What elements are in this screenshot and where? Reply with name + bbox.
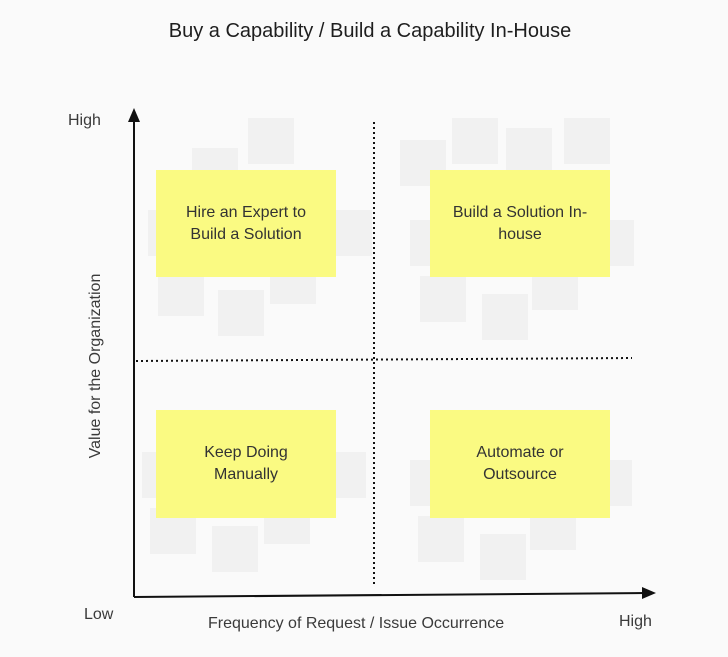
ghost-note <box>564 118 610 164</box>
y-axis-arrowhead <box>128 108 140 122</box>
ghost-note <box>506 128 552 174</box>
ghost-note <box>420 276 466 322</box>
horizontal-divider <box>135 357 633 362</box>
y-high-label: High <box>68 112 101 129</box>
quadrant-top-right-note: Build a Solution In-house <box>430 170 610 277</box>
x-high-label: High <box>619 613 652 630</box>
quadrant-top-left-note: Hire an Expert to Build a Solution <box>156 170 336 277</box>
ghost-note <box>418 516 464 562</box>
ghost-note <box>248 118 294 164</box>
x-axis-arrowhead <box>642 587 656 599</box>
ghost-note <box>158 270 204 316</box>
origin-low-label: Low <box>84 606 114 623</box>
ghost-note <box>452 118 498 164</box>
diagram-title: Buy a Capability / Build a Capability In… <box>168 20 572 42</box>
y-axis-label: Value for the Organization <box>87 273 104 459</box>
ghost-note <box>480 534 526 580</box>
x-axis-label: Frequency of Request / Issue Occurrence <box>208 615 505 632</box>
ghost-note <box>212 526 258 572</box>
quadrant-bottom-left-note: Keep Doing Manually <box>156 410 336 518</box>
ghost-note <box>218 290 264 336</box>
quadrant-bottom-right-note: Automate or Outsource <box>430 410 610 518</box>
x-axis <box>133 592 647 598</box>
ghost-note <box>482 294 528 340</box>
